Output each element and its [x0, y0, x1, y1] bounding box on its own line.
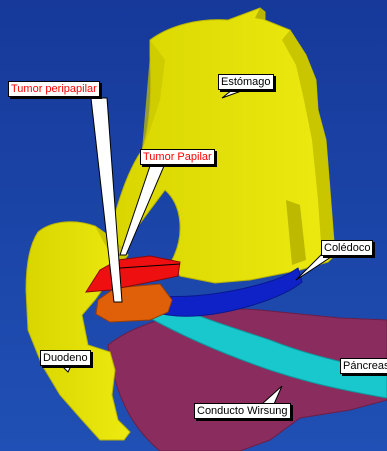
label-tumor-papilar: Tumor Papilar — [140, 149, 215, 165]
label-duodeno: Duodeno — [40, 350, 91, 366]
label-coledoco: Colédoco — [321, 240, 373, 256]
label-conducto-wirsung: Conducto Wirsung — [194, 403, 291, 419]
label-tumor-peripapilar: Tumor peripapilar — [8, 81, 100, 97]
label-estomago: Estómago — [218, 74, 274, 90]
label-pancreas: Páncreas — [340, 358, 387, 374]
